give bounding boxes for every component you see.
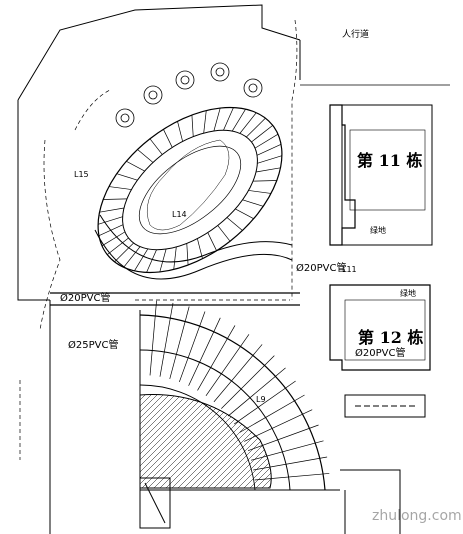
paving-segment-line [248, 190, 272, 194]
paving-segment-line [256, 144, 282, 156]
paving-segment-line [98, 216, 123, 225]
paving-segment-line [179, 311, 206, 383]
oval-plaza-pool [138, 145, 242, 235]
paving-segment-line [116, 173, 138, 181]
paving-segment-line [227, 367, 286, 417]
oval-plaza-inner-ring [122, 129, 258, 251]
paving-segment-line [149, 138, 163, 155]
paving-segment-line [191, 114, 194, 137]
paving-segment-line [149, 300, 157, 376]
green-label: 绿地 [400, 288, 416, 298]
pvc-label: Ø20PVC管 [296, 261, 346, 274]
svg-text:zhulong.com: zhulong.com [372, 508, 462, 524]
green-label: 绿地 [370, 225, 386, 235]
watermark: zhulong.com [372, 508, 462, 524]
paving-segment-line [246, 117, 266, 138]
oval-plaza-outer-ring [97, 106, 283, 274]
fan-plaza-mid-arc [139, 349, 291, 491]
paving-segment-line [163, 129, 173, 148]
paving-segment-line [254, 133, 279, 149]
site-boundary [17, 4, 301, 534]
conduit-band [50, 292, 300, 306]
paving-segment-line [223, 107, 234, 131]
paving-segment-line [114, 242, 134, 263]
paving-segment-line [107, 237, 129, 255]
pool-contour [146, 139, 230, 231]
paving-segment-line [242, 199, 264, 207]
paving-segment-line [101, 231, 126, 247]
paving-segment-line [217, 225, 231, 242]
paving-segment-line [123, 246, 141, 268]
building-11: 第 11 栋 绿地 [300, 84, 450, 246]
paving-segment-line [197, 325, 236, 391]
oval-plaza [97, 106, 283, 274]
pvc-label: Ø20PVC管 [60, 291, 110, 304]
curved-walkway [94, 214, 293, 280]
paving-segment-line [126, 160, 145, 172]
paving-segment-line [159, 302, 174, 377]
tree-icon [143, 85, 163, 105]
circuit-label: L15 [74, 170, 89, 179]
pedestrian-road-label: 人行道 [342, 28, 369, 40]
paving-segment-line [231, 108, 246, 132]
pvc-label: Ø25PVC管 [68, 338, 118, 351]
paving-segment-line [188, 317, 221, 386]
tree-icon [175, 70, 195, 90]
paving-segment-line [221, 355, 275, 409]
paving-segment-line [257, 155, 282, 164]
fan-plaza [139, 300, 340, 491]
paving-segment-line [108, 186, 132, 190]
fan-plaza-outer-arc [139, 314, 326, 491]
tree-symbols [115, 62, 263, 128]
paving-segment-line [253, 180, 277, 182]
paving-segment-line [213, 344, 263, 403]
paving-segment-line [213, 107, 221, 132]
paving-segment-line [99, 207, 125, 213]
paving-segment-line [103, 198, 127, 200]
building-11-body [341, 104, 433, 246]
paving-segment-line [173, 246, 177, 270]
paving-segment-line [186, 243, 189, 266]
paving-segment-line [197, 238, 203, 259]
paving-segment-line [203, 110, 207, 134]
paving-segment-line [235, 208, 254, 220]
paving-segment-line [177, 121, 183, 142]
lower-right-structure [340, 394, 426, 534]
paving-segment-line [226, 217, 243, 231]
tree-icon [210, 62, 230, 82]
paving-segment-line [255, 167, 281, 173]
paving-segment-line [239, 394, 305, 433]
paving-segment-line [239, 112, 257, 134]
building-11-label: 第 11 栋 [357, 151, 422, 170]
oval-plaza-segments [98, 107, 282, 273]
circuit-label: L9 [256, 395, 266, 404]
paving-segment-line [159, 248, 167, 273]
paving-segment-line [169, 306, 190, 380]
pvc-label: Ø20PVC管 [355, 346, 405, 359]
left-lower-block [139, 477, 171, 529]
paving-segment-line [137, 149, 154, 163]
paving-segment-line [234, 380, 296, 425]
tree-icon [115, 108, 135, 128]
building-12-label: 第 12 栋 [358, 328, 423, 347]
paving-segment-line [146, 249, 157, 273]
tree-icon [243, 78, 263, 98]
circuit-label: L11 [342, 265, 357, 274]
fountain-area [139, 394, 272, 489]
circuit-label: L14 [172, 210, 187, 219]
paving-segment-line [134, 248, 149, 272]
building-12: 第 12 栋 绿地 Ø20PVC管 [329, 284, 431, 371]
paving-segment-line [205, 334, 250, 396]
paving-segment-line [251, 125, 273, 143]
paving-segment-line [207, 232, 217, 251]
